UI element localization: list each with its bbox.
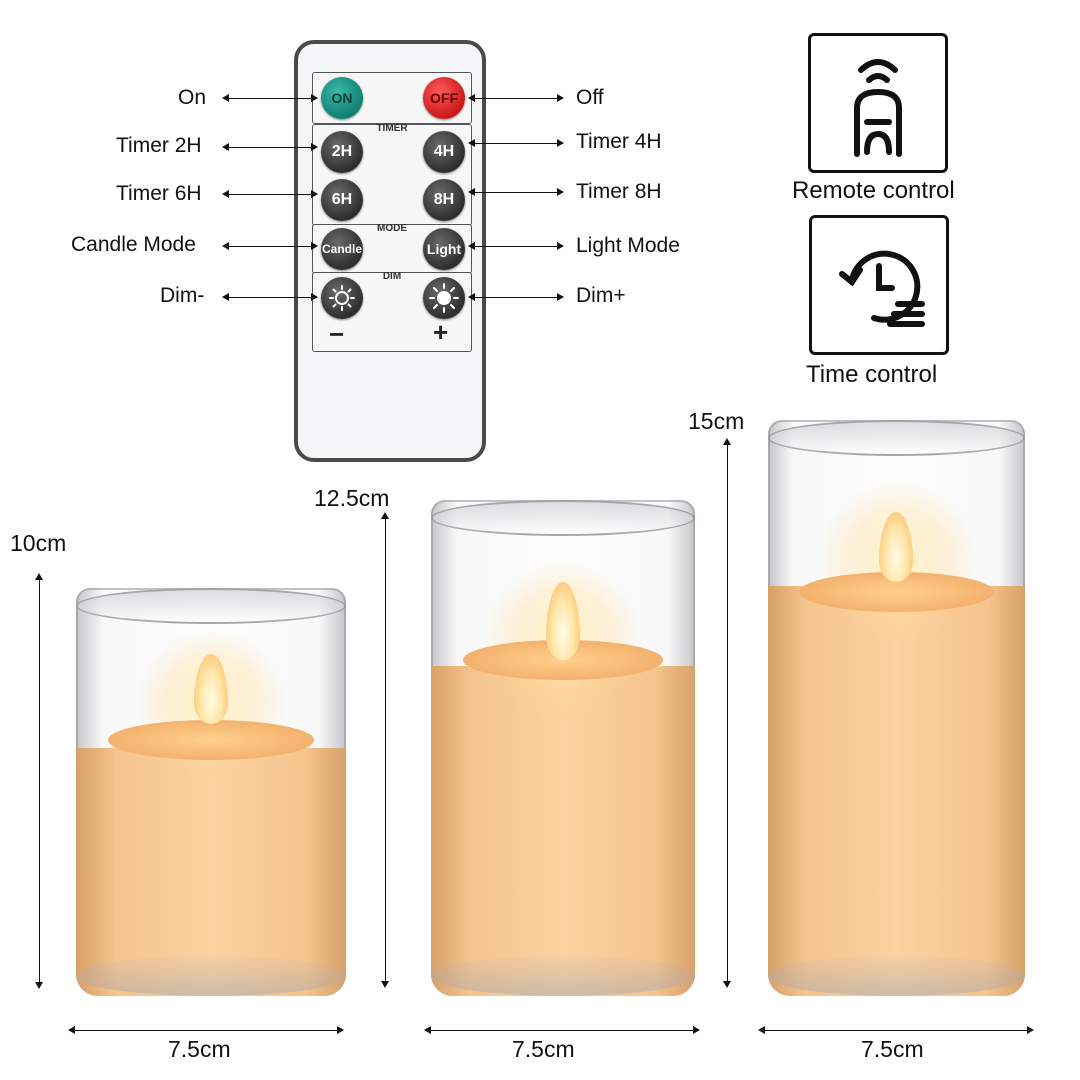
arrow-candle-mode [222, 242, 318, 250]
arrow-off [468, 94, 564, 102]
power-panel: ON OFF [312, 72, 472, 124]
candle-1-width-arrow [68, 1026, 344, 1034]
timer-clock-icon [839, 250, 925, 327]
candle-3-height-arrow [723, 438, 731, 988]
remote-control-icon [854, 59, 902, 157]
label-candle-mode: Candle Mode [71, 233, 196, 256]
label-off: Off [576, 86, 604, 109]
label-timer-8h: Timer 8H [576, 180, 662, 203]
candle-1-height-label: 10cm [10, 530, 67, 556]
sun-bright-icon [429, 283, 459, 313]
light-mode-button[interactable]: Light [423, 228, 465, 270]
label-timer-6h: Timer 6H [116, 182, 202, 205]
candle-mode-button[interactable]: Candle [321, 228, 363, 270]
candle-3-width-arrow [758, 1026, 1034, 1034]
arrow-timer-6h [222, 190, 318, 198]
arrow-timer-8h [468, 188, 564, 196]
label-timer-2h: Timer 2H [116, 134, 202, 157]
timer-6h-button[interactable]: 6H [321, 179, 363, 221]
candle-3 [768, 420, 1025, 996]
remote-control: ON OFF TIMER 2H 4H 6H 8H MODE Candle Lig… [294, 40, 486, 462]
on-button[interactable]: ON [321, 77, 363, 119]
remote-control-caption: Remote control [792, 177, 955, 204]
candle-1-height-arrow [35, 573, 43, 989]
candle-1-width-label: 7.5cm [168, 1036, 231, 1062]
arrow-dim-minus [222, 293, 318, 301]
arrow-on [222, 94, 318, 102]
candle-3-height-label: 15cm [688, 408, 745, 434]
candle-2 [431, 500, 695, 996]
label-dim-minus: Dim- [160, 284, 205, 307]
arrow-dim-plus [468, 293, 564, 301]
dim-plus-button[interactable] [423, 277, 465, 319]
candle-1 [76, 588, 346, 996]
time-control-feature [809, 215, 949, 355]
candle-2-flame [546, 582, 580, 660]
remote-control-feature [808, 33, 948, 173]
label-light-mode: Light Mode [576, 234, 680, 257]
timer-panel: TIMER 2H 4H 6H 8H [312, 123, 472, 226]
dim-minus-button[interactable] [321, 277, 363, 319]
candle-3-width-label: 7.5cm [861, 1036, 924, 1062]
candle-2-height-label: 12.5cm [314, 485, 390, 511]
minus-sign: − [329, 319, 345, 349]
label-timer-4h: Timer 4H [576, 130, 662, 153]
candle-2-height-arrow [381, 512, 389, 988]
label-dim-plus: Dim+ [576, 284, 626, 307]
arrow-timer-2h [222, 143, 318, 151]
candle-1-flame [194, 654, 228, 724]
mode-section-title: MODE [377, 223, 407, 234]
arrow-light-mode [468, 242, 564, 250]
candle-2-width-arrow [424, 1026, 700, 1034]
dim-panel: DIM − [312, 271, 472, 352]
timer-section-title: TIMER [376, 123, 408, 134]
timer-8h-button[interactable]: 8H [423, 179, 465, 221]
candle-3-flame [879, 512, 913, 582]
plus-sign: + [433, 317, 449, 347]
timer-2h-button[interactable]: 2H [321, 131, 363, 173]
dim-section-title: DIM [382, 271, 402, 282]
timer-4h-button[interactable]: 4H [423, 131, 465, 173]
label-on: On [178, 86, 207, 109]
arrow-timer-4h [468, 139, 564, 147]
sun-icon [329, 285, 355, 311]
time-control-caption: Time control [806, 361, 938, 388]
mode-panel: MODE Candle Light [312, 223, 472, 274]
candle-2-width-label: 7.5cm [512, 1036, 575, 1062]
off-button[interactable]: OFF [423, 77, 465, 119]
